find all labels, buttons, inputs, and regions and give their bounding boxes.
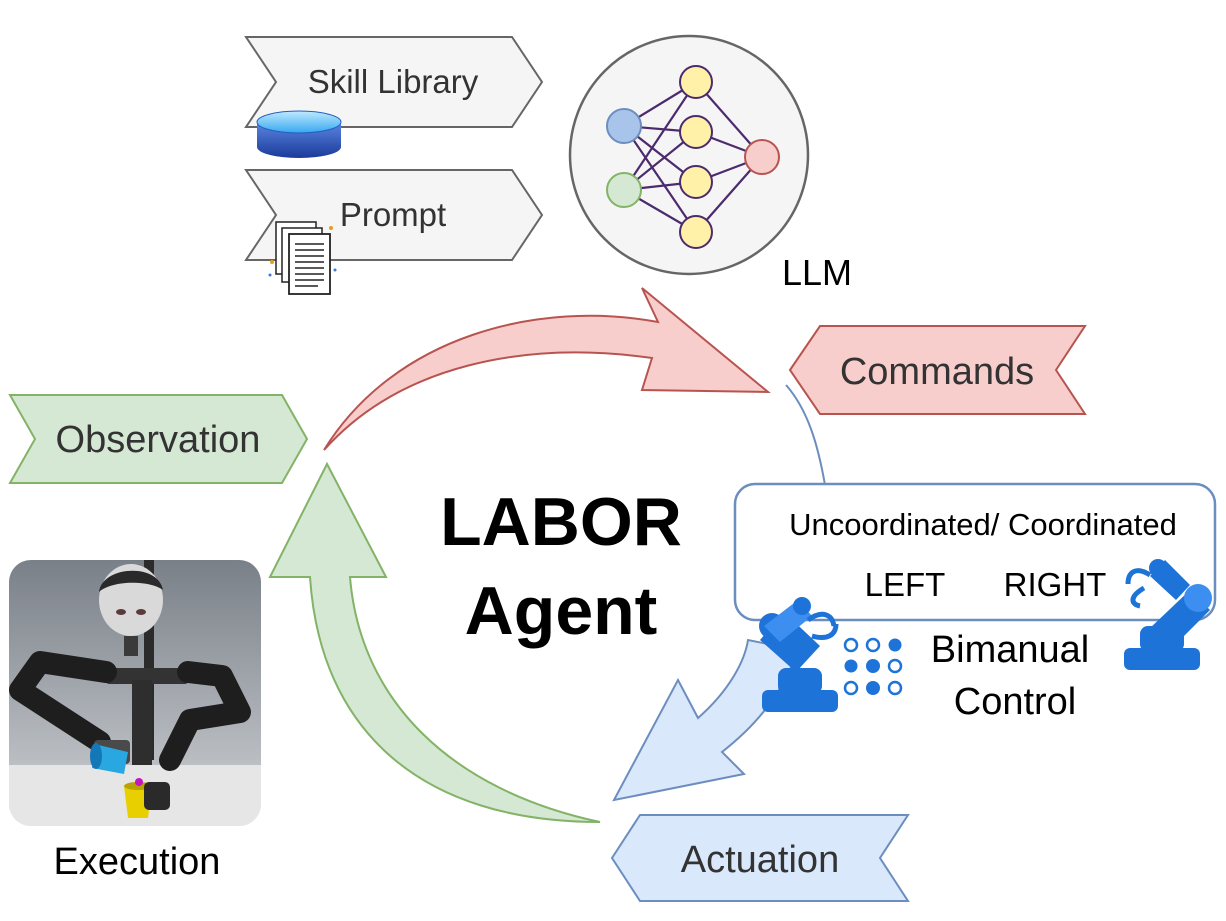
coordination-mode-label: Uncoordinated/ Coordinated	[789, 507, 1177, 542]
neural-network-icon	[568, 34, 810, 276]
robot-arm-icon-right	[1124, 559, 1212, 670]
execution-label: Execution	[54, 841, 221, 883]
bimanual-label-line1: Bimanual	[931, 629, 1089, 671]
observation-feedback-arrow	[268, 461, 601, 823]
commands-tag: Commands	[788, 325, 1087, 415]
skill-library-tag: Skill Library	[244, 36, 544, 128]
agent-title-line2: Agent	[465, 573, 658, 649]
bimanual-control-box: Uncoordinated/ Coordinated LEFT RIGHT	[733, 482, 1217, 622]
robot-arm-icon-left	[759, 597, 839, 712]
actuation-label: Actuation	[681, 839, 839, 881]
left-arm-label: LEFT	[865, 566, 946, 603]
commands-label: Commands	[840, 351, 1034, 393]
database-icon	[256, 110, 342, 158]
prompt-label: Prompt	[340, 196, 446, 233]
observation-tag: Observation	[8, 394, 309, 484]
llm-label: LLM	[782, 252, 852, 293]
actuation-tag: Actuation	[610, 814, 910, 902]
llm-input-arrow	[323, 287, 771, 451]
bimanual-label-line2: Control	[954, 681, 1077, 723]
skill-library-label: Skill Library	[308, 63, 479, 100]
dot-grid-icon	[843, 637, 903, 696]
right-arm-label: RIGHT	[1004, 566, 1107, 603]
observation-label: Observation	[56, 419, 261, 461]
commands-connector	[785, 384, 826, 486]
document-stack-icon	[268, 221, 337, 295]
agent-title-line1: LABOR	[440, 484, 682, 560]
humanoid-robot-image	[9, 560, 261, 826]
actuation-arrow	[612, 638, 800, 802]
